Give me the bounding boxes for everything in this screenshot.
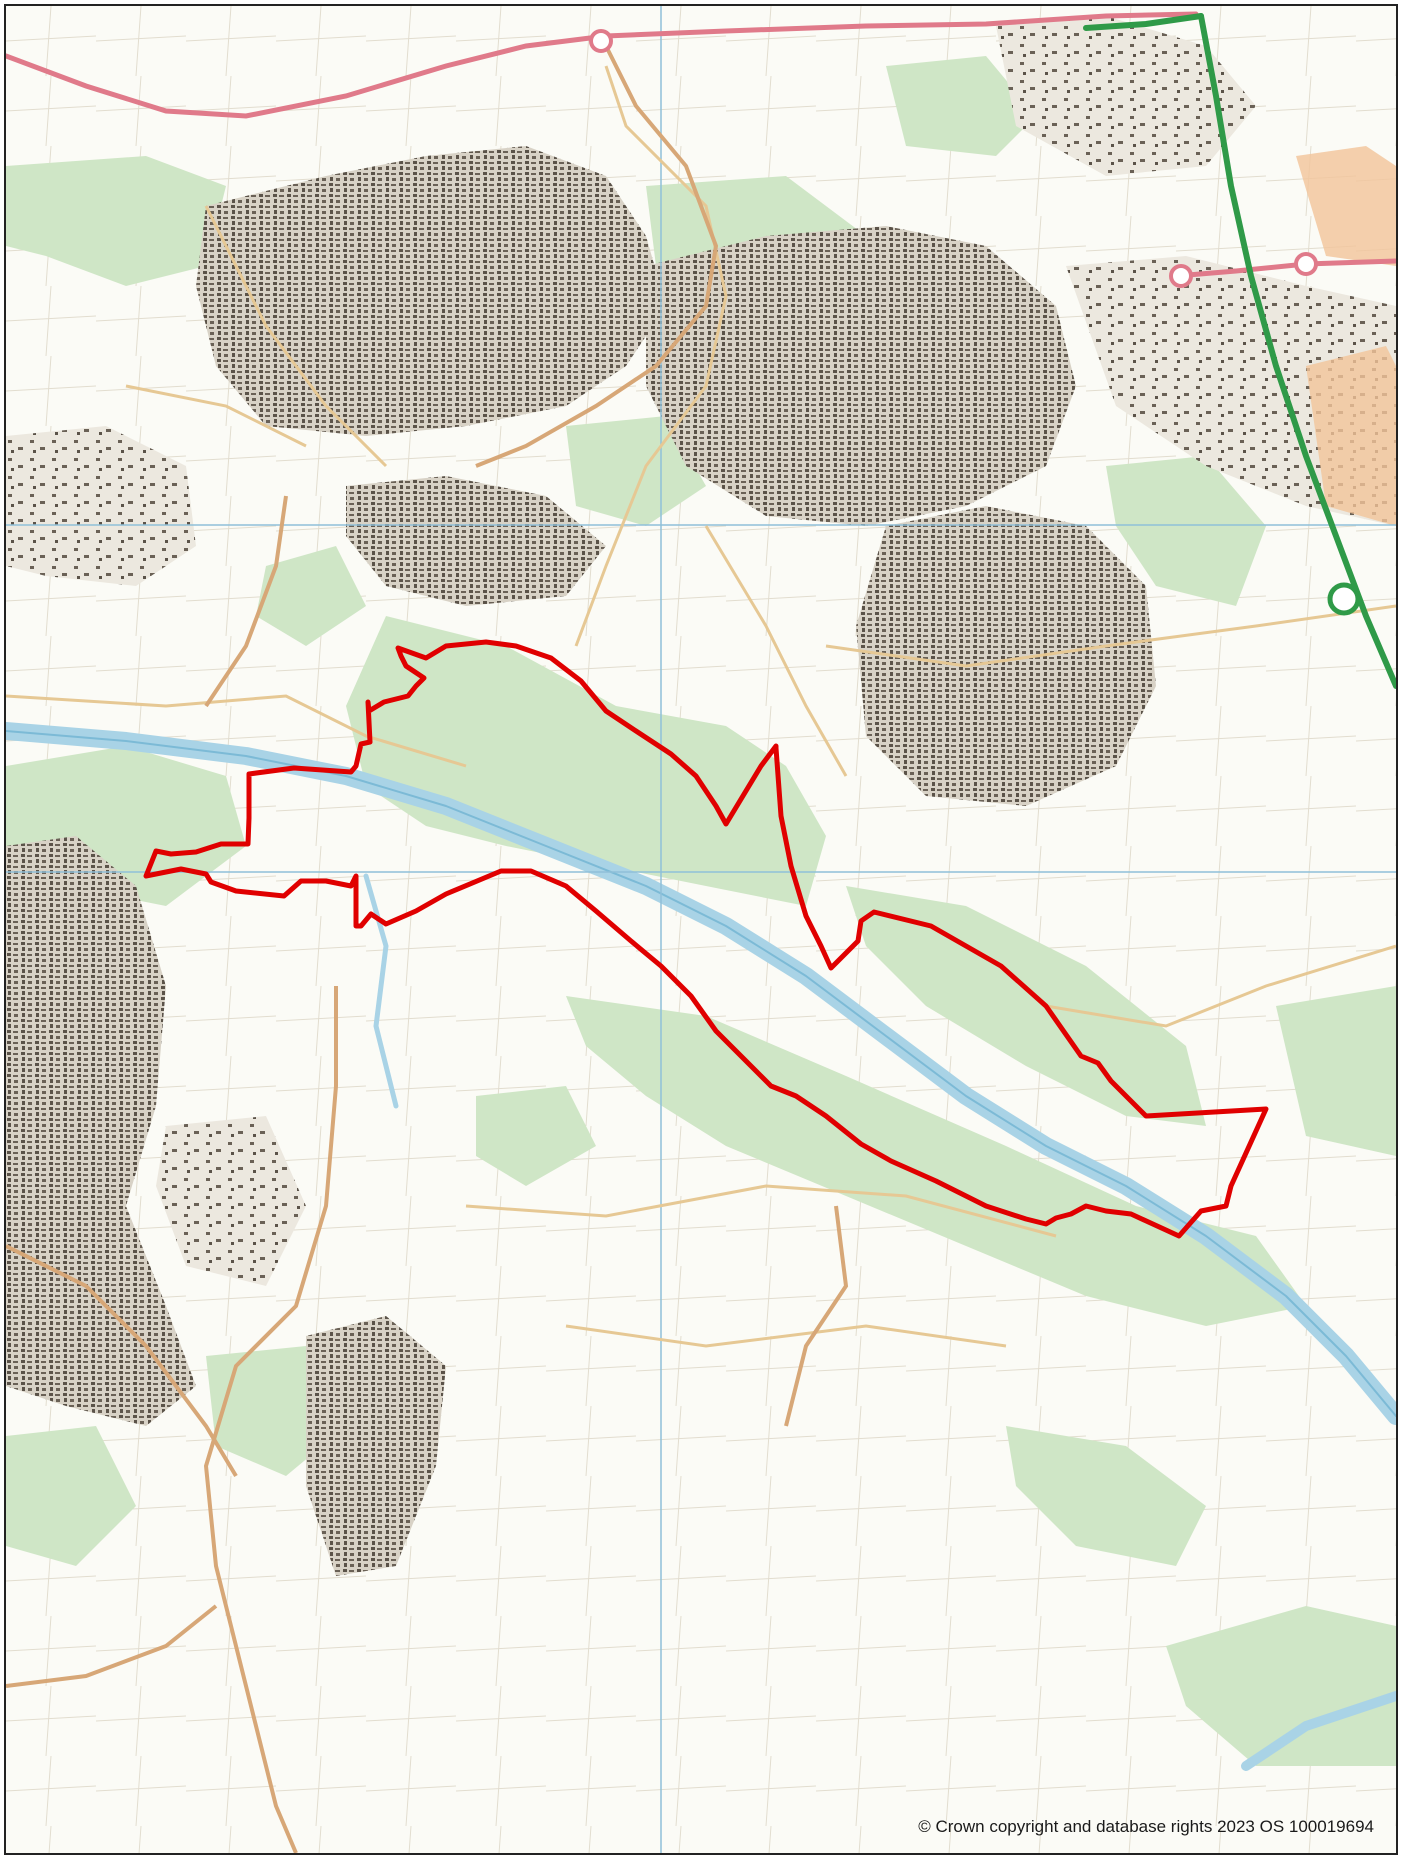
- minor-roads: [6, 65, 1396, 1348]
- map-frame: © Crown copyright and database rights 20…: [4, 4, 1398, 1855]
- grid-lines: [6, 6, 1396, 1853]
- urban-areas: [6, 16, 1396, 1576]
- b-roads: [6, 45, 849, 1853]
- os-map[interactable]: [6, 6, 1396, 1853]
- site-boundary: [143, 639, 1269, 1239]
- motorway-junction: [1327, 582, 1361, 616]
- a-roads: [6, 11, 1396, 279]
- copyright-notice: © Crown copyright and database rights 20…: [918, 1817, 1374, 1836]
- roundabouts: [589, 29, 1318, 288]
